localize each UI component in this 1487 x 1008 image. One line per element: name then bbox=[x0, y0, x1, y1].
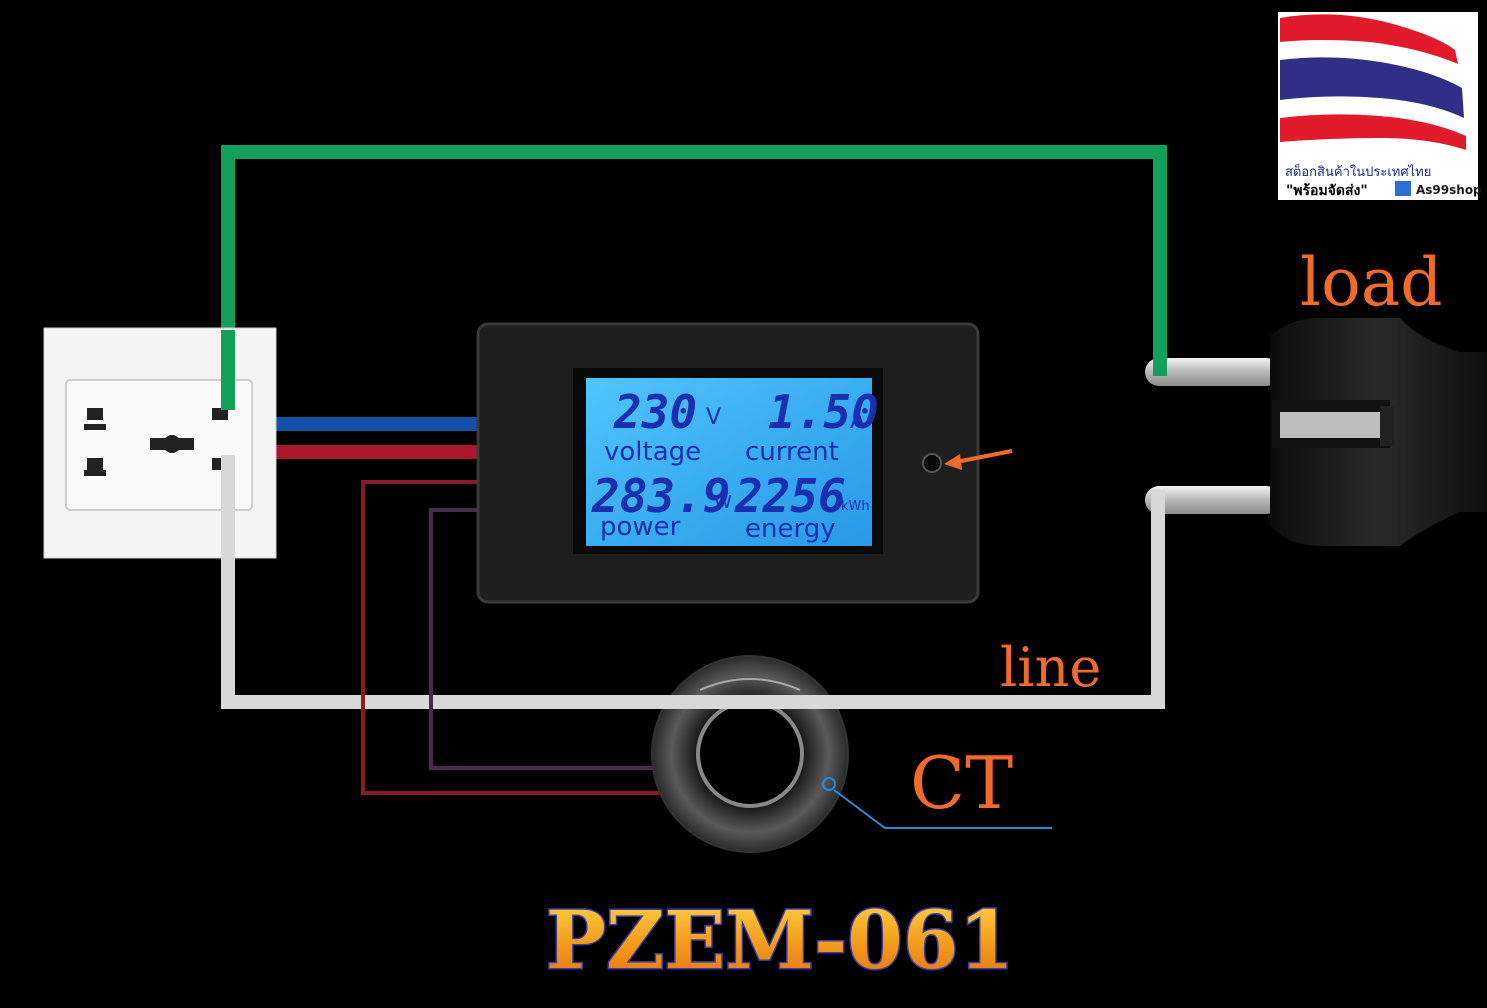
reset-button[interactable] bbox=[922, 453, 942, 473]
voltage-unit: V bbox=[706, 405, 721, 430]
socket-hole-icon bbox=[87, 408, 103, 420]
current-label: current bbox=[745, 437, 839, 467]
diagram-title: PZEM-061 bbox=[546, 893, 1014, 987]
green-wire bbox=[221, 145, 1167, 402]
power-label: power bbox=[600, 512, 681, 542]
load-label: load bbox=[1300, 244, 1442, 321]
power-unit: W bbox=[714, 492, 732, 513]
thai-flag-badge: สต็อกสินค้าในประเทศไทย "พร้อมจัดส่ง" As9… bbox=[1278, 12, 1482, 200]
load-plug bbox=[1145, 318, 1487, 546]
ct-pointer bbox=[822, 777, 1052, 829]
lcd-screen bbox=[586, 378, 872, 546]
voltage-value: 230 bbox=[613, 385, 697, 439]
voltage-label: voltage bbox=[604, 437, 701, 467]
energy-unit: kWh bbox=[841, 499, 870, 514]
current-unit: A bbox=[850, 409, 865, 434]
socket-hole-icon bbox=[87, 458, 103, 470]
ct-purple-wire bbox=[429, 508, 662, 770]
pzem-meter: 230 V 1.50 A voltage current 283.9 W 225… bbox=[476, 322, 980, 604]
ct-sensor bbox=[651, 655, 849, 853]
badge-stock-text: สต็อกสินค้าในประเทศไทย bbox=[1285, 162, 1431, 180]
socket-ground-icon bbox=[163, 435, 181, 453]
wall-socket bbox=[43, 327, 277, 559]
energy-value: 2256 bbox=[734, 469, 846, 523]
shop-logo-icon bbox=[1395, 181, 1411, 196]
energy-label: energy bbox=[745, 514, 836, 544]
ct-red-wire bbox=[361, 480, 662, 795]
power-value: 283.9 bbox=[591, 469, 730, 523]
current-value: 1.50 bbox=[768, 385, 879, 439]
badge-ready-text: "พร้อมจัดส่ง" bbox=[1286, 183, 1368, 199]
badge-shop-text: As99shop bbox=[1416, 183, 1482, 197]
arrow-icon bbox=[944, 449, 1013, 470]
ct-label: CT bbox=[910, 741, 1013, 825]
line-label: line bbox=[1000, 636, 1101, 699]
